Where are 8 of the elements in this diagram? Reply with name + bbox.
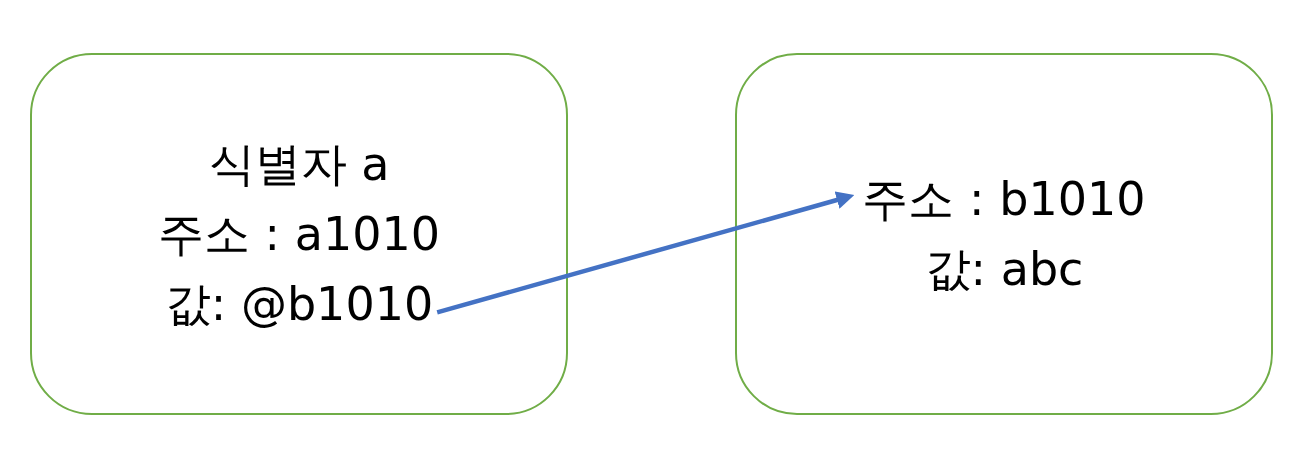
rounded-box — [30, 53, 568, 415]
node-text: 주소 : a1010 — [158, 206, 440, 263]
arrow — [436, 191, 855, 315]
node-text: 값: abc — [924, 241, 1084, 298]
node-text: 식별자 a — [208, 136, 390, 193]
rounded-box — [735, 53, 1273, 415]
node-text: 값: @b1010 — [164, 276, 434, 333]
node-text: 주소 : b1010 — [862, 171, 1146, 228]
